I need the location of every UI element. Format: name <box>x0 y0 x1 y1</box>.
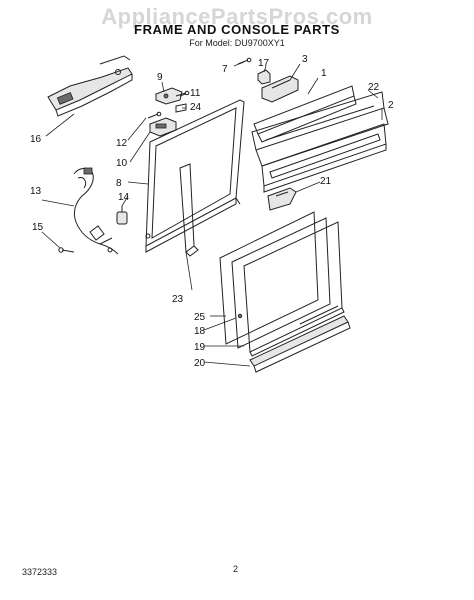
watermark: AppliancePartsPros.com <box>101 4 373 29</box>
part-24-clip <box>175 103 187 113</box>
part-16-latch-assembly <box>47 55 133 117</box>
callout-20: 20 <box>194 358 206 369</box>
callout-25: 25 <box>194 312 206 323</box>
part-22-console-panel <box>251 91 389 167</box>
callout-1: 1 <box>321 68 327 79</box>
part-17-clip <box>257 69 271 85</box>
part-21-bracket <box>267 187 297 211</box>
callout-16: 16 <box>30 134 42 145</box>
part-11-screw <box>175 90 190 97</box>
part-14-switch <box>116 206 128 225</box>
callout-14: 14 <box>118 192 130 203</box>
callout-2: 2 <box>388 100 394 111</box>
callout-15: 15 <box>32 222 44 233</box>
part-9-hinge-bracket <box>155 87 183 105</box>
callout-19: 19 <box>194 342 206 353</box>
callout-3: 3 <box>302 54 308 65</box>
callout-8: 8 <box>116 178 122 189</box>
callout-13: 13 <box>30 186 42 197</box>
callout-24: 24 <box>190 102 202 113</box>
document-number: 3372333 <box>22 567 58 577</box>
callout-12: 12 <box>116 138 128 149</box>
part-23-side-trim <box>179 163 199 257</box>
part-10-hinge-block <box>149 117 177 137</box>
part-20-trim-strip <box>249 315 351 373</box>
callout-9: 9 <box>157 72 163 83</box>
part-18-insulation <box>231 217 331 349</box>
callout-7: 7 <box>222 64 228 75</box>
leader-lines <box>41 61 383 367</box>
part-7-screw <box>237 57 252 65</box>
callout-21: 21 <box>320 176 332 187</box>
callout-11: 11 <box>190 88 201 99</box>
page-number: 2 <box>233 564 239 574</box>
callout-18: 18 <box>194 326 206 337</box>
model-subtitle: For Model: DU9700XY1 <box>189 38 285 48</box>
part-8-door-frame <box>145 99 245 253</box>
part-13-wire-harness <box>73 167 119 255</box>
callout-17: 17 <box>258 58 270 69</box>
part-12-screw <box>147 111 162 119</box>
part-15-screw <box>58 247 75 253</box>
part-25-liner <box>219 211 319 345</box>
callout-22: 22 <box>368 82 380 93</box>
page-title: FRAME AND CONSOLE PARTS <box>134 22 340 37</box>
part-19-outer-panel <box>243 221 345 357</box>
part-2-control-panel <box>261 123 387 193</box>
callout-10: 10 <box>116 158 128 169</box>
callout-23: 23 <box>172 294 184 305</box>
part-3-bracket <box>261 75 299 103</box>
